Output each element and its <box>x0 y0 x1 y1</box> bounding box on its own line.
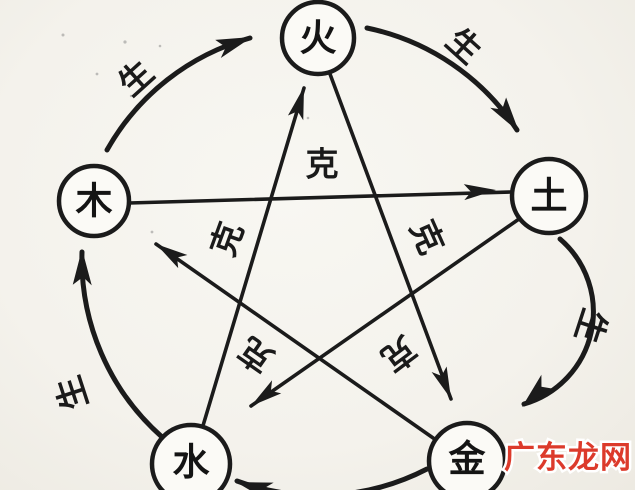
arrow-water-to-wood-icon <box>72 249 92 286</box>
ke-label-water-fire: 克 <box>203 217 251 261</box>
node-fire-circle <box>279 0 357 77</box>
sheng-label-wood-fire: 生 <box>111 52 162 103</box>
generating-arcs <box>72 25 596 490</box>
line-earth-to-water <box>249 217 521 408</box>
arc-fire-to-earth <box>364 25 520 133</box>
arrow-water-to-fire-icon <box>287 87 304 121</box>
overcoming-labels: 克 克 克 克 克 <box>203 145 451 381</box>
ke-label-earth-water: 克 <box>374 328 424 379</box>
arrow-metal-to-water-icon <box>236 482 274 490</box>
arc-earth-to-metal <box>521 236 596 407</box>
node-metal-label: 金 <box>449 438 487 481</box>
sheng-label-earth-metal: 生 <box>567 304 614 347</box>
node-metal-circle <box>426 420 508 490</box>
sheng-label-fire-earth: 生 <box>439 20 490 71</box>
line-fire-to-metal <box>328 72 453 401</box>
sheng-label-water-wood: 生 <box>48 371 95 414</box>
line-wood-to-earth <box>127 190 513 205</box>
node-fire-label: 火 <box>300 17 337 60</box>
arrow-metal-to-wood-icon <box>156 244 188 269</box>
node-earth-circle <box>509 156 589 236</box>
arrow-wood-to-fire-icon <box>215 37 252 59</box>
line-metal-to-wood <box>154 242 438 442</box>
node-water-label: 水 <box>173 441 211 484</box>
arrow-wood-to-earth-icon <box>463 184 496 201</box>
node-water: 水 <box>149 422 233 490</box>
node-wood: 木 <box>56 163 132 239</box>
arrow-earth-to-metal-icon <box>522 374 555 407</box>
ke-label-fire-metal: 克 <box>402 214 451 260</box>
arrow-fire-to-metal-icon <box>431 366 451 399</box>
node-wood-label: 木 <box>76 180 113 223</box>
ke-label-wood-earth: 克 <box>306 145 339 184</box>
node-earth: 土 <box>509 156 589 236</box>
watermark-text: 广东龙网 <box>504 440 632 476</box>
node-water-circle <box>149 422 233 490</box>
node-earth-label: 土 <box>531 175 568 218</box>
arrow-earth-to-water-icon <box>251 380 282 406</box>
ke-label-metal-wood: 克 <box>231 330 280 381</box>
scan-speckles <box>61 33 310 234</box>
arrow-fire-to-earth-icon <box>490 97 519 132</box>
element-nodes: 火 木 土 水 金 <box>56 0 589 490</box>
node-metal: 金 <box>426 420 508 490</box>
arc-water-to-wood <box>79 249 165 440</box>
node-fire: 火 <box>279 0 357 77</box>
line-water-to-fire <box>200 86 306 431</box>
node-wood-circle <box>56 163 132 239</box>
overcoming-lines <box>127 72 521 442</box>
